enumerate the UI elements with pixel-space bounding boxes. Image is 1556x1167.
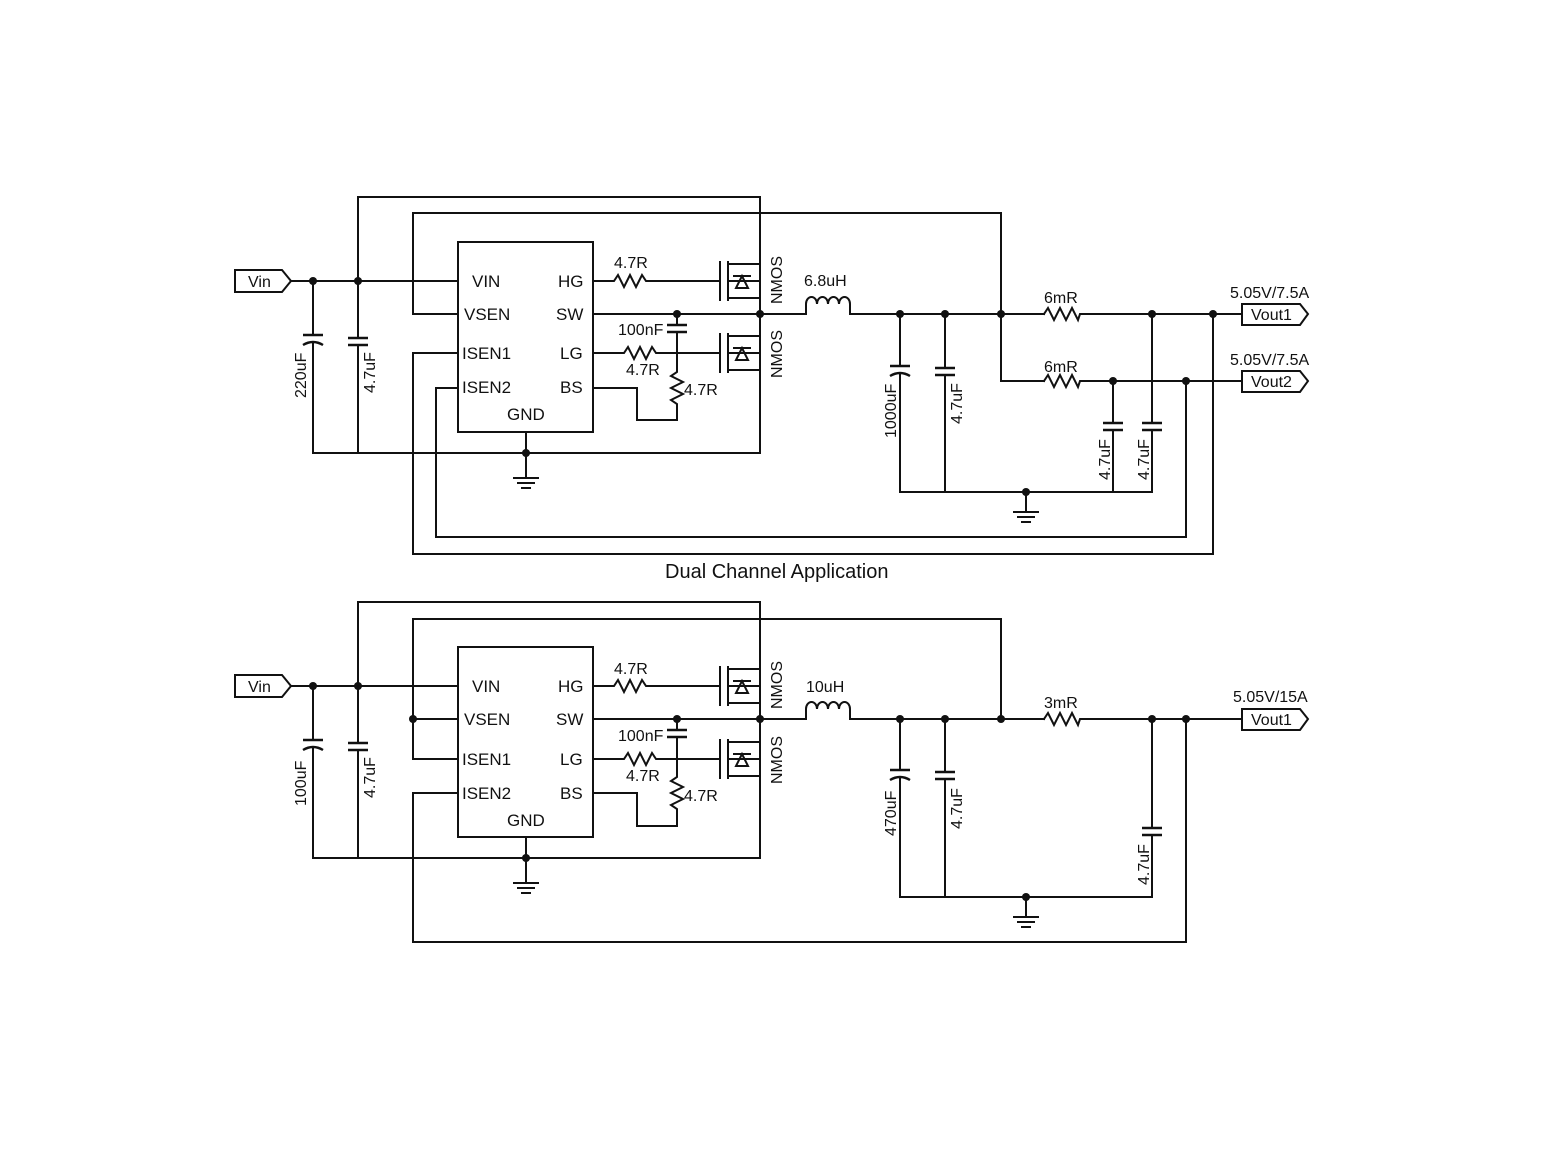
dual-hs-nmos-label: NMOS bbox=[769, 256, 786, 304]
dual-cout-bulk-label: 1000uF bbox=[883, 384, 900, 438]
dual-r-boot-label: 4.7R bbox=[684, 382, 718, 399]
single-pin-vin: VIN bbox=[472, 677, 500, 696]
dual-channel-circuit: Vin 220uF 4.7uF VIN bbox=[234, 196, 1310, 555]
single-output-circuit: Vin 100uF 4.7uF VIN VSEN ISEN1 ISEN2 HG … bbox=[234, 601, 1310, 943]
single-vin-port: Vin bbox=[234, 674, 293, 698]
single-pin-hg: HG bbox=[558, 677, 584, 696]
dual-low-side-nmos bbox=[719, 313, 761, 454]
dual-ls-nmos-label: NMOS bbox=[769, 330, 786, 378]
dual-inductor bbox=[805, 296, 1045, 315]
dual-vout1-port: Vout1 bbox=[1241, 303, 1310, 326]
dual-ic-ground-symbol bbox=[513, 431, 539, 489]
single-high-side-nmos bbox=[719, 664, 761, 720]
single-pin-isen2: ISEN2 bbox=[462, 784, 511, 803]
single-low-side-nmos bbox=[719, 718, 761, 859]
single-rsense-label: 3mR bbox=[1044, 695, 1078, 712]
dual-high-side-nmos bbox=[719, 259, 761, 315]
single-cout-label: 4.7uF bbox=[1136, 844, 1153, 885]
dual-rsense2-label: 6mR bbox=[1044, 359, 1078, 376]
dual-cout1-label: 4.7uF bbox=[1097, 439, 1114, 480]
dual-vout2-port: Vout2 bbox=[1241, 370, 1310, 393]
dual-r-lg-label: 4.7R bbox=[626, 362, 660, 379]
dual-rsense1-label: 6mR bbox=[1044, 290, 1078, 307]
single-pin-sw: SW bbox=[556, 710, 583, 729]
dual-controller-ic: VIN VSEN ISEN1 ISEN2 HG SW LG BS GND bbox=[457, 241, 594, 433]
single-cout-bulk-label: 470uF bbox=[883, 790, 900, 836]
single-hs-nmos-label: NMOS bbox=[769, 661, 786, 709]
single-controller-ic: VIN VSEN ISEN1 ISEN2 HG SW LG BS GND bbox=[457, 646, 594, 838]
dual-pin-vsen: VSEN bbox=[464, 305, 510, 324]
dual-inductor-label: 6.8uH bbox=[804, 273, 847, 290]
dual-vin-port-label: Vin bbox=[248, 274, 271, 291]
single-vin-port-label: Vin bbox=[248, 679, 271, 696]
dual-input-ceramic-capacitor bbox=[348, 196, 368, 454]
dual-cin-ceramic-label: 4.7uF bbox=[362, 352, 379, 393]
single-r-hg-label: 4.7R bbox=[614, 661, 648, 678]
dual-r-hg-label: 4.7R bbox=[614, 255, 648, 272]
single-vout1-port-label: Vout1 bbox=[1251, 712, 1292, 729]
single-pin-gnd: GND bbox=[507, 811, 545, 830]
dual-pin-sw: SW bbox=[556, 305, 583, 324]
dual-pin-vin: VIN bbox=[472, 272, 500, 291]
single-r-boot-label: 4.7R bbox=[684, 788, 718, 805]
single-pin-lg: LG bbox=[560, 750, 583, 769]
dual-cout-ceramic-label: 4.7uF bbox=[949, 383, 966, 424]
single-cin-ceramic-label: 4.7uF bbox=[362, 757, 379, 798]
single-c-boot-label: 100nF bbox=[618, 728, 664, 745]
dual-cin-bulk-label: 220uF bbox=[293, 352, 310, 398]
dual-pin-gnd: GND bbox=[507, 405, 545, 424]
single-vout1-port: Vout1 bbox=[1241, 708, 1310, 731]
dual-pin-bs: BS bbox=[560, 378, 583, 397]
dual-pin-isen1: ISEN1 bbox=[462, 344, 511, 363]
dual-pin-isen2: ISEN2 bbox=[462, 378, 511, 397]
dual-vin-port: Vin bbox=[234, 269, 293, 293]
single-ls-nmos-label: NMOS bbox=[769, 736, 786, 784]
single-cin-bulk-label: 100uF bbox=[293, 760, 310, 806]
single-r-lg-label: 4.7R bbox=[626, 768, 660, 785]
dual-c-boot-label: 100nF bbox=[618, 322, 664, 339]
dual-vout1-port-label: Vout1 bbox=[1251, 307, 1292, 324]
dual-pin-hg: HG bbox=[558, 272, 584, 291]
single-pin-vsen: VSEN bbox=[464, 710, 510, 729]
single-pin-isen1: ISEN1 bbox=[462, 750, 511, 769]
dual-out2-rating: 5.05V/7.5A bbox=[1230, 352, 1310, 369]
dual-out1-rating: 5.05V/7.5A bbox=[1230, 285, 1310, 302]
single-out-rating: 5.05V/15A bbox=[1233, 689, 1308, 706]
single-pin-bs: BS bbox=[560, 784, 583, 803]
single-cout-ceramic-label: 4.7uF bbox=[949, 788, 966, 829]
dual-vout2-port-label: Vout2 bbox=[1251, 374, 1292, 391]
dual-channel-caption: Dual Channel Application bbox=[665, 561, 889, 583]
single-inductor-label: 10uH bbox=[806, 679, 844, 696]
dual-input-bulk-capacitor bbox=[302, 280, 324, 454]
dual-cout2-label: 4.7uF bbox=[1136, 439, 1153, 480]
dual-pin-lg: LG bbox=[560, 344, 583, 363]
